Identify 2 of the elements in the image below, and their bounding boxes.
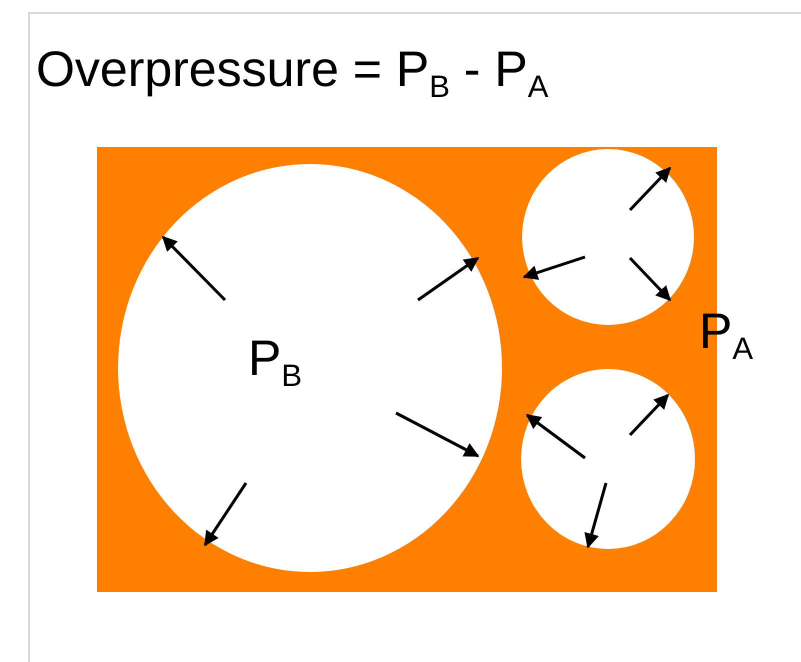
title-text: Overpressure = P$_{B}$ - P$_{A}$ — [36, 40, 548, 105]
pressure-label: P$_{B}$ — [248, 329, 302, 394]
